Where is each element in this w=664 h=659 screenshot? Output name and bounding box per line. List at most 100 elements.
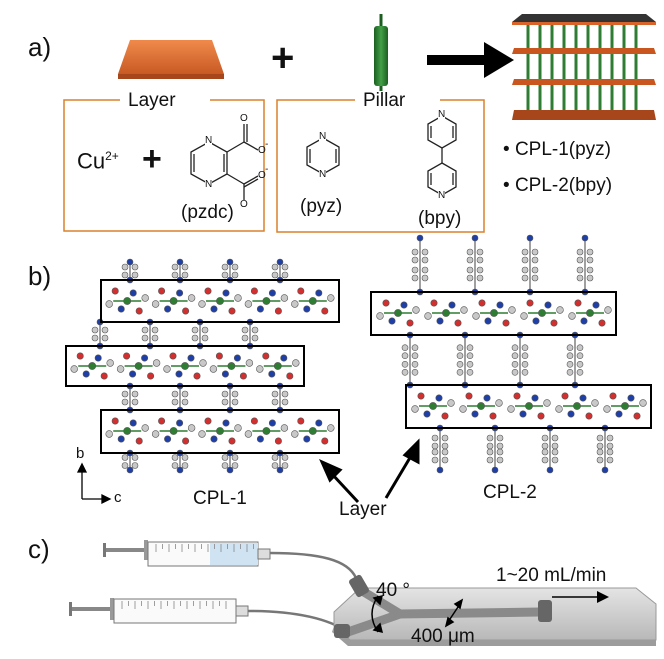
atom-sphere <box>176 289 184 297</box>
atom-sphere <box>231 398 239 406</box>
atom-sphere <box>566 352 574 359</box>
pzdc-o-4: O <box>240 199 248 210</box>
atom-sphere <box>262 427 271 435</box>
atom-sphere <box>586 274 594 282</box>
atom-sphere <box>129 419 137 427</box>
atom-sphere <box>508 306 516 314</box>
atom-sphere <box>537 412 545 420</box>
atom-sphere <box>308 427 317 435</box>
atom-sphere <box>411 344 419 351</box>
atom-sphere <box>171 390 179 398</box>
atom-sphere <box>221 263 229 271</box>
atom-sphere <box>615 410 623 418</box>
atom-sphere <box>576 248 584 256</box>
atom-sphere <box>478 299 486 307</box>
atom-sphere <box>586 266 594 274</box>
atom-sphere <box>526 234 534 242</box>
pyz-n-top: N <box>319 131 327 142</box>
panel-c-label: c) <box>28 534 50 564</box>
atom-sphere <box>566 361 574 368</box>
atom-sphere <box>472 312 480 320</box>
atom-sphere <box>401 352 409 359</box>
atom-sphere <box>411 361 419 368</box>
atom-sphere <box>151 430 160 438</box>
atom-sphere <box>538 309 546 317</box>
atom-sphere <box>521 274 529 282</box>
atom-sphere <box>460 306 468 314</box>
atom-sphere <box>233 354 241 362</box>
atom-sphere <box>121 454 129 461</box>
atom-sphere <box>303 435 311 443</box>
atom-sphere <box>135 307 143 315</box>
atom-sphere <box>406 319 414 327</box>
atom-sphere <box>401 369 409 376</box>
atom-sphere <box>191 326 199 334</box>
atom-sphere <box>226 466 234 474</box>
panel-b-label: b) <box>28 261 52 291</box>
atom-sphere <box>221 454 229 461</box>
atom-sphere <box>141 326 149 334</box>
atom-sphere <box>151 326 159 334</box>
cpl2-layer-frames <box>370 291 652 429</box>
copper-symbol: Cu <box>77 148 106 174</box>
atom-sphere <box>121 263 129 271</box>
atom-sphere <box>176 419 184 427</box>
bpy-structure <box>427 115 457 196</box>
atom-sphere <box>431 448 439 456</box>
atom-sphere <box>459 405 467 413</box>
atom-sphere <box>576 352 584 359</box>
atom-sphere <box>596 442 604 450</box>
atom-sphere <box>131 263 139 271</box>
atom-sphere <box>496 442 504 450</box>
atom-sphere <box>256 365 264 373</box>
atom-sphere <box>111 417 119 425</box>
atom-sphere <box>116 365 125 373</box>
atom-sphere <box>441 434 449 442</box>
atom-sphere <box>609 392 617 400</box>
axis-c-label: c <box>114 489 122 506</box>
atom-sphere <box>271 398 279 406</box>
atom-sphere <box>121 398 129 406</box>
cpl1-structure <box>70 258 335 474</box>
atom-sphere <box>271 390 279 398</box>
atom-sphere <box>466 369 474 376</box>
atom-sphere <box>411 405 419 413</box>
atom-sphere <box>273 362 282 370</box>
pzdc-o-3: O <box>258 170 266 181</box>
atom-sphere <box>315 419 323 427</box>
pzdc-o-2: O <box>258 145 266 156</box>
atom-sphere <box>511 352 519 359</box>
angle-label: 40 ° <box>376 580 411 601</box>
atom-sphere <box>131 390 139 398</box>
atom-sphere <box>394 309 402 317</box>
atom-sphere <box>429 402 437 410</box>
atom-sphere <box>521 344 529 351</box>
atom-sphere <box>496 456 504 464</box>
atom-sphere <box>423 410 431 418</box>
atom-sphere <box>531 248 539 256</box>
atom-sphere <box>141 354 149 362</box>
atom-sphere <box>209 365 218 373</box>
atom-sphere <box>241 326 249 334</box>
atom-sphere <box>164 305 172 313</box>
atom-sphere <box>117 305 125 313</box>
atom-sphere <box>606 434 614 442</box>
angle-marker <box>371 594 384 634</box>
atom-sphere <box>376 312 384 320</box>
atom-sphere <box>181 390 189 398</box>
atom-sphere <box>131 271 139 279</box>
bpy-label: (bpy) <box>418 208 462 229</box>
atom-sphere <box>519 410 527 418</box>
layer-box-title: Layer <box>124 91 180 110</box>
atom-sphere <box>466 361 474 368</box>
atom-sphere <box>199 359 207 367</box>
atom-sphere <box>221 462 229 469</box>
atom-sphere <box>274 307 282 315</box>
atom-sphere <box>521 361 529 368</box>
atom-sphere <box>181 362 189 370</box>
atom-sphere <box>601 466 609 474</box>
atom-sphere <box>456 344 464 351</box>
atom-sphere <box>171 462 179 469</box>
atom-sphere <box>495 399 503 407</box>
atom-sphere <box>531 256 539 264</box>
